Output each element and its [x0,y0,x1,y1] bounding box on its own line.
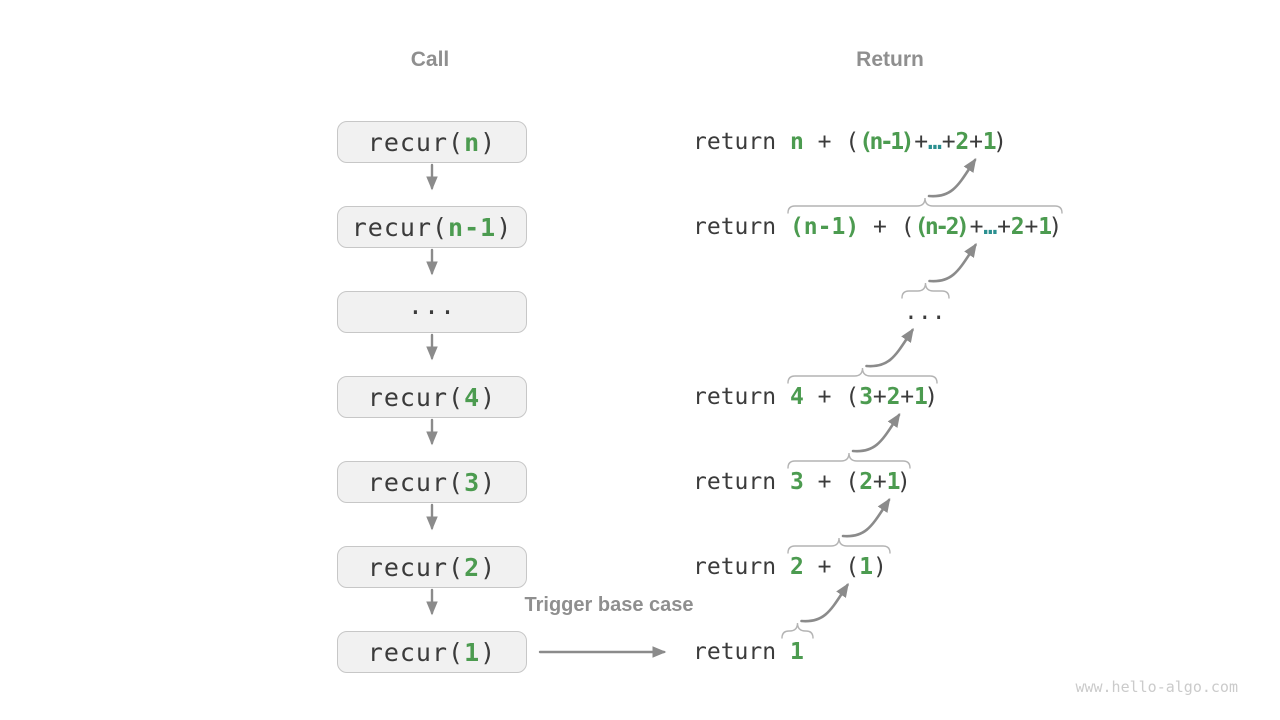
code-segment: + [965,129,983,155]
code-segment: ··· [407,297,457,327]
return-statement: ... [904,297,946,327]
code-segment: 1 [886,469,901,495]
call-box: recur(2) [337,546,527,588]
code-segment: n [789,129,804,155]
code-segment: + ( [803,469,860,495]
code-segment: return [693,384,790,410]
code-segment: ) [480,127,497,157]
code-segment: + [896,384,914,410]
code-segment: 1 [914,384,928,410]
code-segment: recur( [367,382,465,412]
code-segment: (n-1) [789,214,860,240]
code-segment: 1 [982,129,997,155]
code-segment: 3 [464,467,481,497]
code-segment: + ( [803,384,860,410]
code-segment: return [693,214,790,240]
code-segment: ) [496,212,513,242]
code-segment: 1 [464,637,481,667]
return-statement: return 3 + (2 + 1) [693,467,911,497]
code-segment: 3 [859,384,873,410]
code-segment: ) [480,382,497,412]
code-segment: (n-2) [914,214,970,240]
code-segment: 4 [789,384,804,410]
call-box: recur(n-1) [337,206,527,248]
code-segment: 3 [789,469,804,495]
code-segment: 2 [1010,214,1025,240]
return-statement: return (n-1) + ((n-2) + … + 2 + 1) [693,212,1063,242]
code-segment: … [983,214,997,240]
return-statement: return 4 + (3 + 2 + 1) [693,382,938,412]
code-segment: 2 [789,554,804,580]
watermark: www.hello-algo.com [1075,678,1238,696]
code-segment: + ( [803,129,860,155]
code-segment: ) [924,384,938,410]
code-segment: + [938,129,956,155]
code-segment: recur( [367,127,465,157]
return-statement: return 2 + (1) [693,552,887,582]
code-segment: 1 [1038,214,1052,240]
code-segment: 1 [789,639,804,665]
code-segment: n [464,127,481,157]
call-box: recur(4) [337,376,527,418]
code-segment: recur( [367,467,465,497]
code-segment: + [966,214,984,240]
code-segment: 2 [955,129,969,155]
code-segment: return [693,554,790,580]
code-segment: return [693,469,790,495]
return-statement: return 1 [693,637,804,667]
code-segment: recur( [351,212,449,242]
code-segment: ) [480,637,497,667]
code-segment: ) [480,467,497,497]
code-segment: + [1021,214,1039,240]
code-segment: + ( [859,214,915,240]
code-segment: … [927,129,942,155]
code-segment: 4 [464,382,481,412]
call-box: recur(n) [337,121,527,163]
code-segment: ) [873,554,887,580]
code-segment: + [869,384,887,410]
code-segment: ) [896,469,911,495]
code-segment: 2 [464,552,481,582]
return-statement: return n + ((n-1) + … + 2 + 1) [693,127,1007,157]
code-segment: (n-1) [859,129,914,155]
code-segment: + [910,129,928,155]
return-column-header: Return [856,48,924,71]
code-segment: + [869,469,887,495]
code-segment: ) [480,552,497,582]
code-segment: + ( [803,554,860,580]
code-segment: 1 [859,554,874,580]
code-segment: ... [904,299,946,325]
code-segment: recur( [367,637,465,667]
code-segment: 2 [886,384,901,410]
code-segment: return [693,129,790,155]
code-segment: return [693,639,790,665]
trigger-base-case-label: Trigger base case [524,594,694,616]
call-box: recur(1) [337,631,527,673]
code-segment: + [993,214,1011,240]
code-segment: ) [993,129,1007,155]
code-segment: ) [1048,214,1063,240]
code-segment: recur( [367,552,465,582]
call-box: recur(3) [337,461,527,503]
code-segment: 2 [859,469,873,495]
code-segment: n-1 [448,212,497,242]
call-box: ··· [337,291,527,333]
call-column-header: Call [410,48,450,71]
